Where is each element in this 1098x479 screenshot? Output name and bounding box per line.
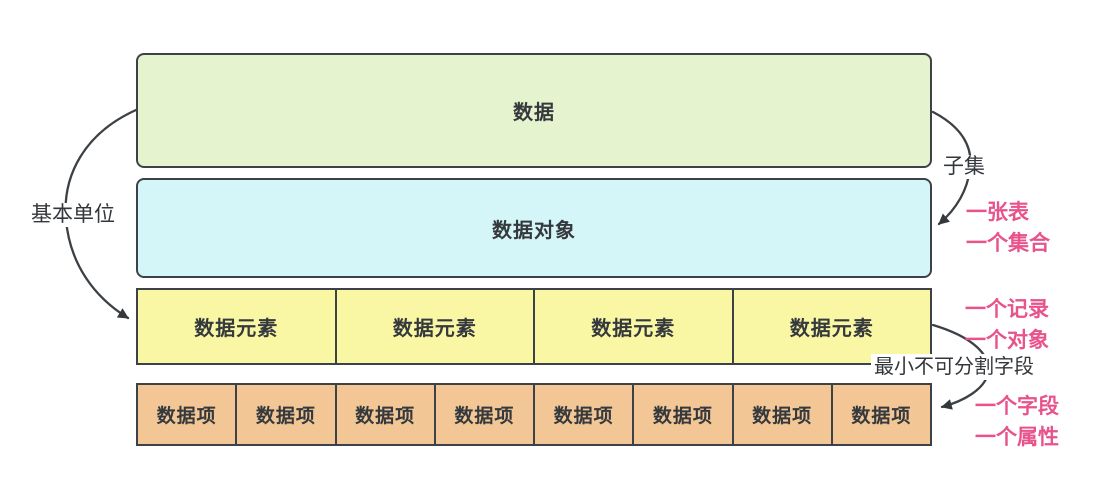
data-box-label: 数据 bbox=[513, 102, 555, 124]
data-item-cell: 数据项 bbox=[632, 385, 731, 444]
data-item-cell: 数据项 bbox=[533, 385, 632, 444]
field-attr-note-line1: 一个字段 bbox=[975, 395, 1059, 418]
field-attr-note-line2: 一个属性 bbox=[975, 426, 1059, 449]
record-object-note-line2: 一个对象 bbox=[965, 329, 1049, 352]
record-object-note: 一个记录 一个对象 bbox=[965, 294, 1049, 356]
table-set-note: 一张表 一个集合 bbox=[966, 197, 1050, 259]
data-element-row: 数据元素 数据元素 数据元素 数据元素 bbox=[136, 288, 932, 365]
data-item-cell: 数据项 bbox=[235, 385, 334, 444]
data-item-row: 数据项 数据项 数据项 数据项 数据项 数据项 数据项 数据项 bbox=[136, 383, 932, 446]
table-set-note-line2: 一个集合 bbox=[966, 232, 1050, 255]
data-item-cell: 数据项 bbox=[156, 406, 217, 427]
data-element-cell: 数据元素 bbox=[334, 290, 534, 363]
data-item-cell: 数据项 bbox=[830, 385, 930, 444]
data-box: 数据 bbox=[136, 53, 932, 168]
data-item-cell: 数据项 bbox=[433, 385, 533, 444]
data-element-cell: 数据元素 bbox=[731, 290, 931, 363]
data-item-cell: 数据项 bbox=[731, 385, 831, 444]
data-element-cell: 数据元素 bbox=[194, 318, 279, 340]
data-object-box-label: 数据对象 bbox=[492, 219, 576, 242]
basic-unit-label: 基本单位 bbox=[31, 203, 115, 227]
data-object-box: 数据对象 bbox=[136, 178, 932, 278]
record-object-note-line1: 一个记录 bbox=[965, 298, 1049, 321]
data-element-cell: 数据元素 bbox=[533, 290, 732, 363]
min-field-label: 最小不可分割字段 bbox=[871, 354, 1037, 380]
field-attr-note: 一个字段 一个属性 bbox=[975, 391, 1059, 453]
data-item-cell: 数据项 bbox=[334, 385, 434, 444]
table-set-note-line1: 一张表 bbox=[966, 201, 1029, 224]
subset-label: 子集 bbox=[943, 155, 985, 179]
